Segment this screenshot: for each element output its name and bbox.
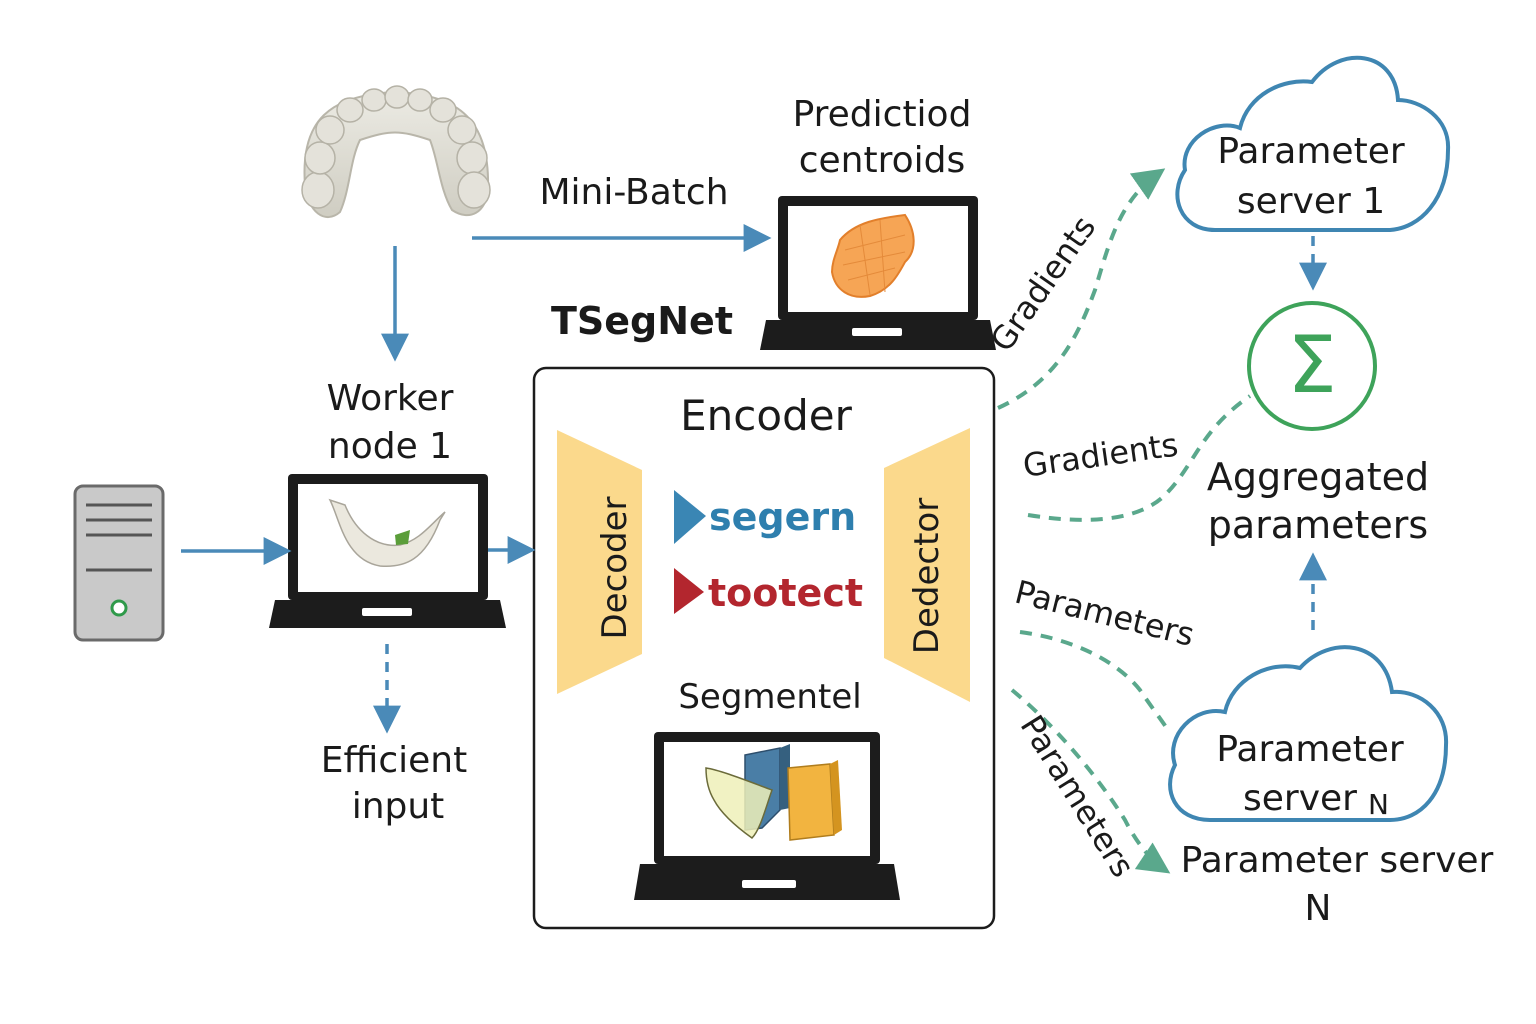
worker-label-line2: node 1 xyxy=(328,426,452,467)
psn-label-line1: Parameter xyxy=(1216,729,1403,770)
decoder-block xyxy=(557,430,642,694)
arrow-gradients-top xyxy=(997,168,1166,410)
worker-label-line1: Worker xyxy=(327,378,454,419)
jaw-model-icon xyxy=(328,498,446,568)
prediction-label-line2: centroids xyxy=(799,140,966,181)
mini-batch-label: Mini-Batch xyxy=(539,172,728,213)
decoder-label: Decoder xyxy=(595,496,635,639)
ps1-label-line2: server 1 xyxy=(1237,181,1385,222)
dedector-label: Dedector xyxy=(907,498,947,654)
segmentel-label: Segmentel xyxy=(678,677,861,717)
aggregated-label-line1: Aggregated xyxy=(1207,455,1429,499)
gradients-mid-label: Gradients xyxy=(1021,425,1181,484)
psn-bottom-label-line1: Parameter server xyxy=(1181,840,1494,881)
segmentation-shapes-icon xyxy=(705,744,842,841)
gradients-top-label: Gradients xyxy=(983,209,1104,359)
laptop-icon xyxy=(634,732,900,900)
cloud-icon xyxy=(1168,645,1449,822)
tsegnet-title: TSegNet xyxy=(551,299,733,343)
parameters-mid-label: Parameters xyxy=(1011,573,1198,654)
psn-label-line2: server xyxy=(1243,778,1357,819)
aggregated-label-line2: parameters xyxy=(1208,503,1428,547)
segern-logo-icon xyxy=(674,490,706,544)
arrow-parameters-mid xyxy=(1019,630,1170,732)
teeth-icon xyxy=(301,85,491,218)
mesh-model-icon xyxy=(830,213,915,298)
arrow-parameters-low xyxy=(1010,688,1171,874)
arrow-gradients-mid xyxy=(1027,394,1252,522)
sigma-icon xyxy=(1247,301,1377,431)
tootect-label: tootect xyxy=(708,571,863,615)
parameters-low-label: Parameters xyxy=(1013,708,1142,883)
ps1-label-line1: Parameter xyxy=(1217,131,1404,172)
psn-bottom-label-line2: N xyxy=(1305,888,1332,929)
sigma-symbol: Σ xyxy=(1287,321,1336,411)
laptop-icon xyxy=(760,196,996,350)
efficient-label-line2: input xyxy=(352,786,445,827)
cloud-icon xyxy=(1175,55,1451,232)
prediction-label-line1: Predictiod xyxy=(793,94,972,135)
segern-label: segern xyxy=(709,495,856,539)
encoder-label: Encoder xyxy=(680,391,852,440)
server-tower-icon xyxy=(73,484,165,642)
efficient-label-line1: Efficient xyxy=(321,740,467,781)
tootect-logo-icon xyxy=(674,568,704,614)
dedector-block xyxy=(884,428,970,702)
laptop-icon xyxy=(269,474,506,628)
psn-label-suffix: N xyxy=(1368,788,1389,821)
